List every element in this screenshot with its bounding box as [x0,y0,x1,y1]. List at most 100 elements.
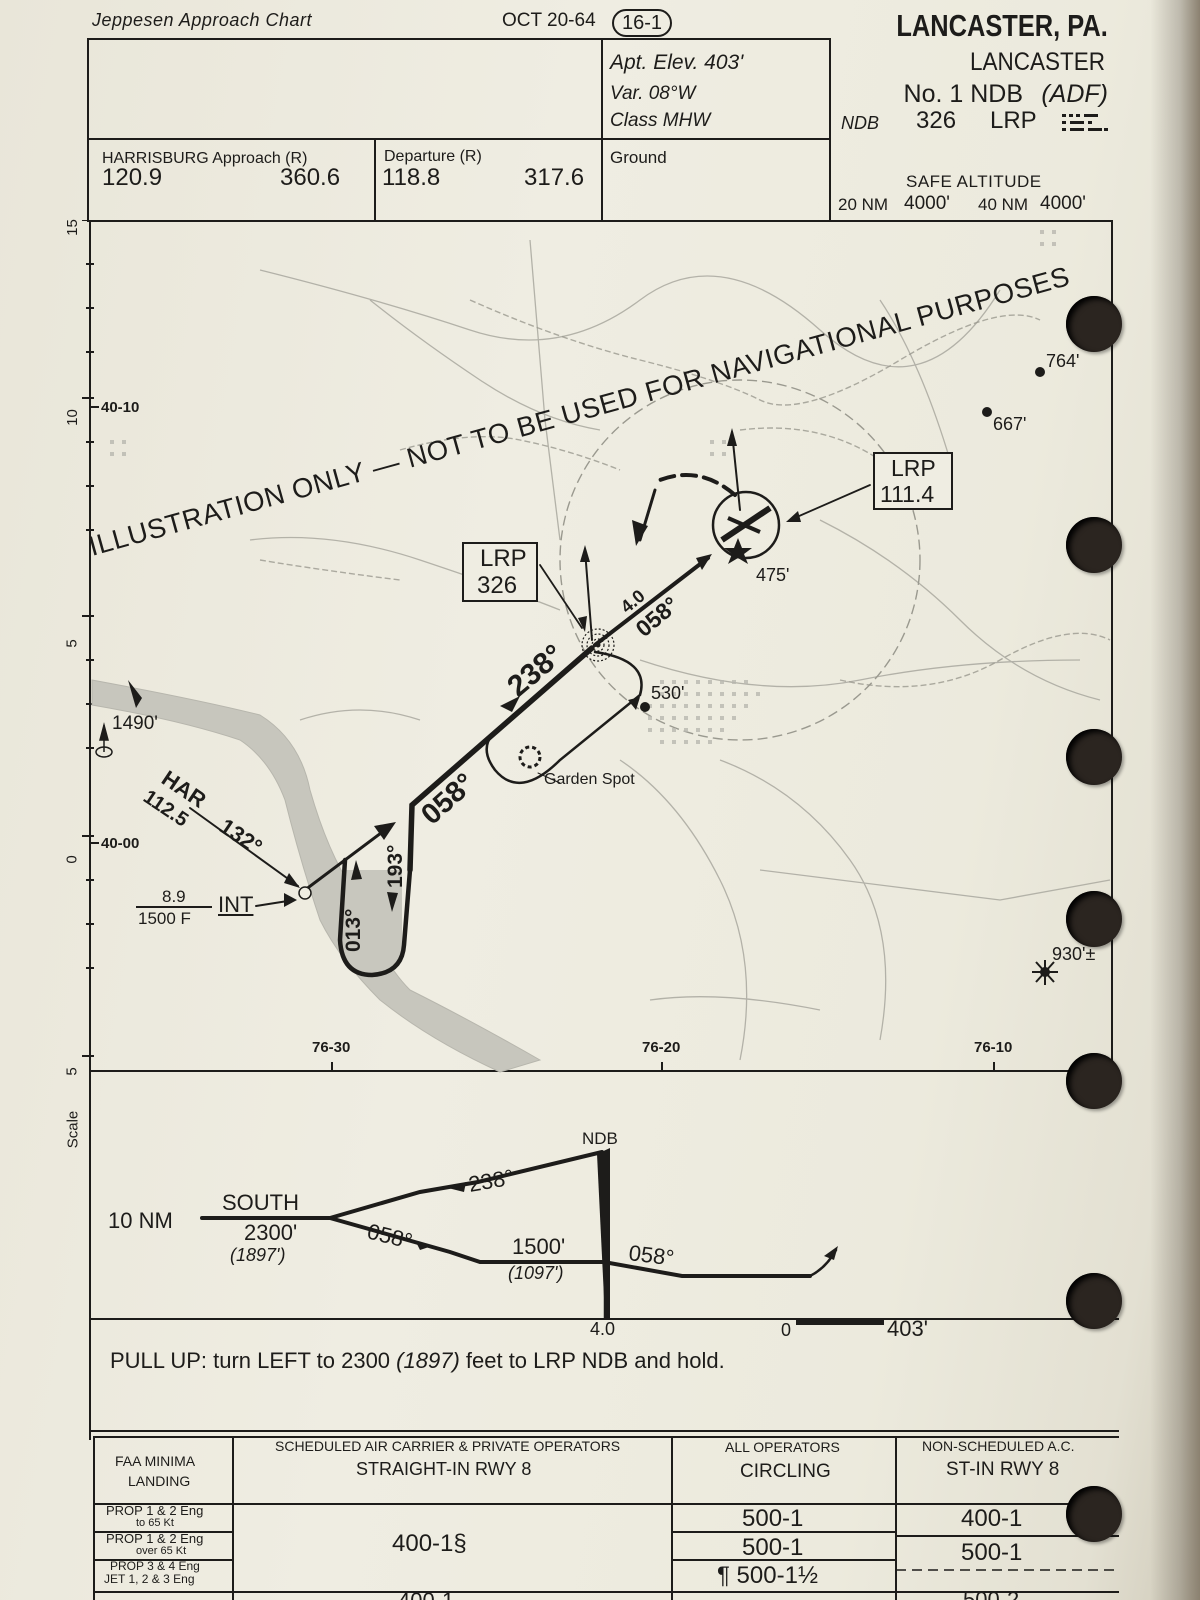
elevation-1490: 1490' [112,713,158,734]
vor-ident: LRP [891,455,936,481]
arrowhead-193 [387,892,398,912]
missed-approach-loop [485,650,643,785]
tdze-bar [796,1320,884,1325]
profile-south: SOUTH [222,1190,299,1215]
ndb-mast-fill [597,1148,610,1318]
row1-label-b: to 65 Kt [136,1517,174,1529]
faa-landing-label: LANDING [128,1473,191,1489]
profile-frame-left [89,1070,91,1440]
course-013-label: 013° [342,909,365,952]
ndb-box-frequency: 326 [477,572,518,599]
approach-freq-uhf: 360.6 [280,164,341,191]
binder-hole-1 [1066,296,1122,352]
binder-hole-3 [1066,729,1122,785]
binder-hole-5 [1066,1053,1122,1109]
lat-40-00: 40-00 [101,835,140,852]
departure-label: Departure (R) [384,148,482,165]
binder-hole-6 [1066,1273,1122,1329]
elevation-764: 764' [1046,351,1080,371]
pull-up-prefix: PULL UP: turn LEFT to 2300 [110,1348,391,1373]
procedure-turn [337,857,413,978]
river [91,679,542,1073]
pull-up-suffix: feet to LRP NDB and hold. [465,1348,725,1373]
procedure-turn-fill [345,870,402,976]
elevation-475: 475' [756,565,790,585]
row2-label-a: PROP 1 & 2 Eng [106,1531,204,1546]
ground-label: Ground [610,148,667,167]
vor-airport-symbol [711,490,781,564]
arrowhead-013 [351,860,362,880]
profile-agl-1097: (1097') [508,1263,564,1283]
har-radial-line [189,807,299,887]
har-radial-label: 132° [215,813,267,859]
elevation-930: 930'± [1052,944,1096,964]
profile-divider [89,1318,1119,1320]
ndb-info-box [462,542,538,602]
vor-info-box [873,452,953,510]
chart-number: 16-1 [612,9,673,37]
profile-distance-40: 4.0 [590,1319,616,1339]
ndb-to-vor-course [593,556,710,647]
arrowhead-int [284,893,297,907]
arrowhead-north-vor [727,428,737,446]
arrowhead-058 [696,554,712,570]
binder-hole-2 [1066,517,1122,573]
minima-col1-header: SCHEDULED AIR CARRIER & PRIVATE OPERATOR… [275,1438,621,1454]
holding-arc [658,473,737,497]
row2-label-b: over 65 Kt [136,1545,187,1557]
city-title: LANCASTER, PA. [896,8,1108,43]
ndb-symbol [581,628,615,662]
elevation-667: 667' [993,414,1027,434]
departure-freq-vhf: 118.8 [382,164,441,191]
profile-arrow-238 [448,1182,466,1192]
binder-hole-7 [1066,1486,1122,1542]
profile-zero: 0 [781,1320,792,1340]
minima-col3-header: NON-SCHEDULED A.C. [922,1438,1075,1454]
approach-freq-vhf: 120.9 [102,164,163,191]
safe-altitude-40nm-value: 4000' [1040,193,1086,214]
circling-minima-1: 500-1 [742,1505,804,1532]
procedure-adf: (ADF) [1041,80,1108,108]
minima-table [93,1436,1119,1600]
pull-up-text: PULL UP: turn LEFT to 2300 (1897) feet t… [110,1350,725,1372]
obstruction-930 [1032,960,1058,985]
ndb-label: NDB [841,113,880,133]
profile-arrow-058 [416,1242,432,1250]
page-edge-shadow [1150,0,1200,1600]
bottom-row-nonsched: 500-2 [963,1587,1020,1600]
arrowhead-vor-leader [786,511,801,522]
profile-crs-058b: 058° [627,1240,675,1270]
safe-altitude-40nm: 40 NM [978,195,1029,214]
ndb-ident: LRP [990,107,1037,134]
procedure-name: No. 1 NDB [903,80,1023,108]
final-course [407,645,595,873]
lon-76-10: 76-10 [974,1039,1013,1056]
vor-frequency: 111.4 [880,481,935,507]
arrowhead-north-ndb [580,545,590,562]
ndb-box-ident: LRP [480,545,527,572]
magnetic-variation: Var. 08°W [610,83,696,104]
range-ring [559,379,921,741]
profile-arrow-final [824,1246,838,1260]
arrowhead-missed [628,697,640,710]
int-distance: 8.9 [162,887,186,906]
ndb-leader [539,564,583,629]
arrowhead-hold [632,520,648,546]
profile-outbound [328,1150,604,1220]
int-altitude: 1500 F [138,909,191,928]
jeppesen-logo: Jeppesen Approach Chart [92,10,312,30]
departure-freq-uhf: 317.6 [524,164,585,191]
profile-view: 238° 058° 058° [200,1148,884,1325]
int-label: INT [218,892,254,917]
lon-76-30: 76-30 [312,1039,351,1056]
arrowhead-238 [500,696,520,712]
garden-spot-label: Garden Spot [544,771,635,788]
course-058-inbound-label: 058° [415,767,481,831]
bottom-row-straight-in: 400-1 [398,1590,454,1600]
garden-spot-leader [537,772,561,784]
row1-label-a: PROP 1 & 2 Eng [106,1503,204,1518]
garden-spot-symbol [518,745,542,769]
nonsched-minima-1: 400-1 [961,1505,1023,1532]
safe-altitude-label: SAFE ALTITUDE [906,172,1042,191]
profile-south-agl: (1897') [230,1245,286,1265]
